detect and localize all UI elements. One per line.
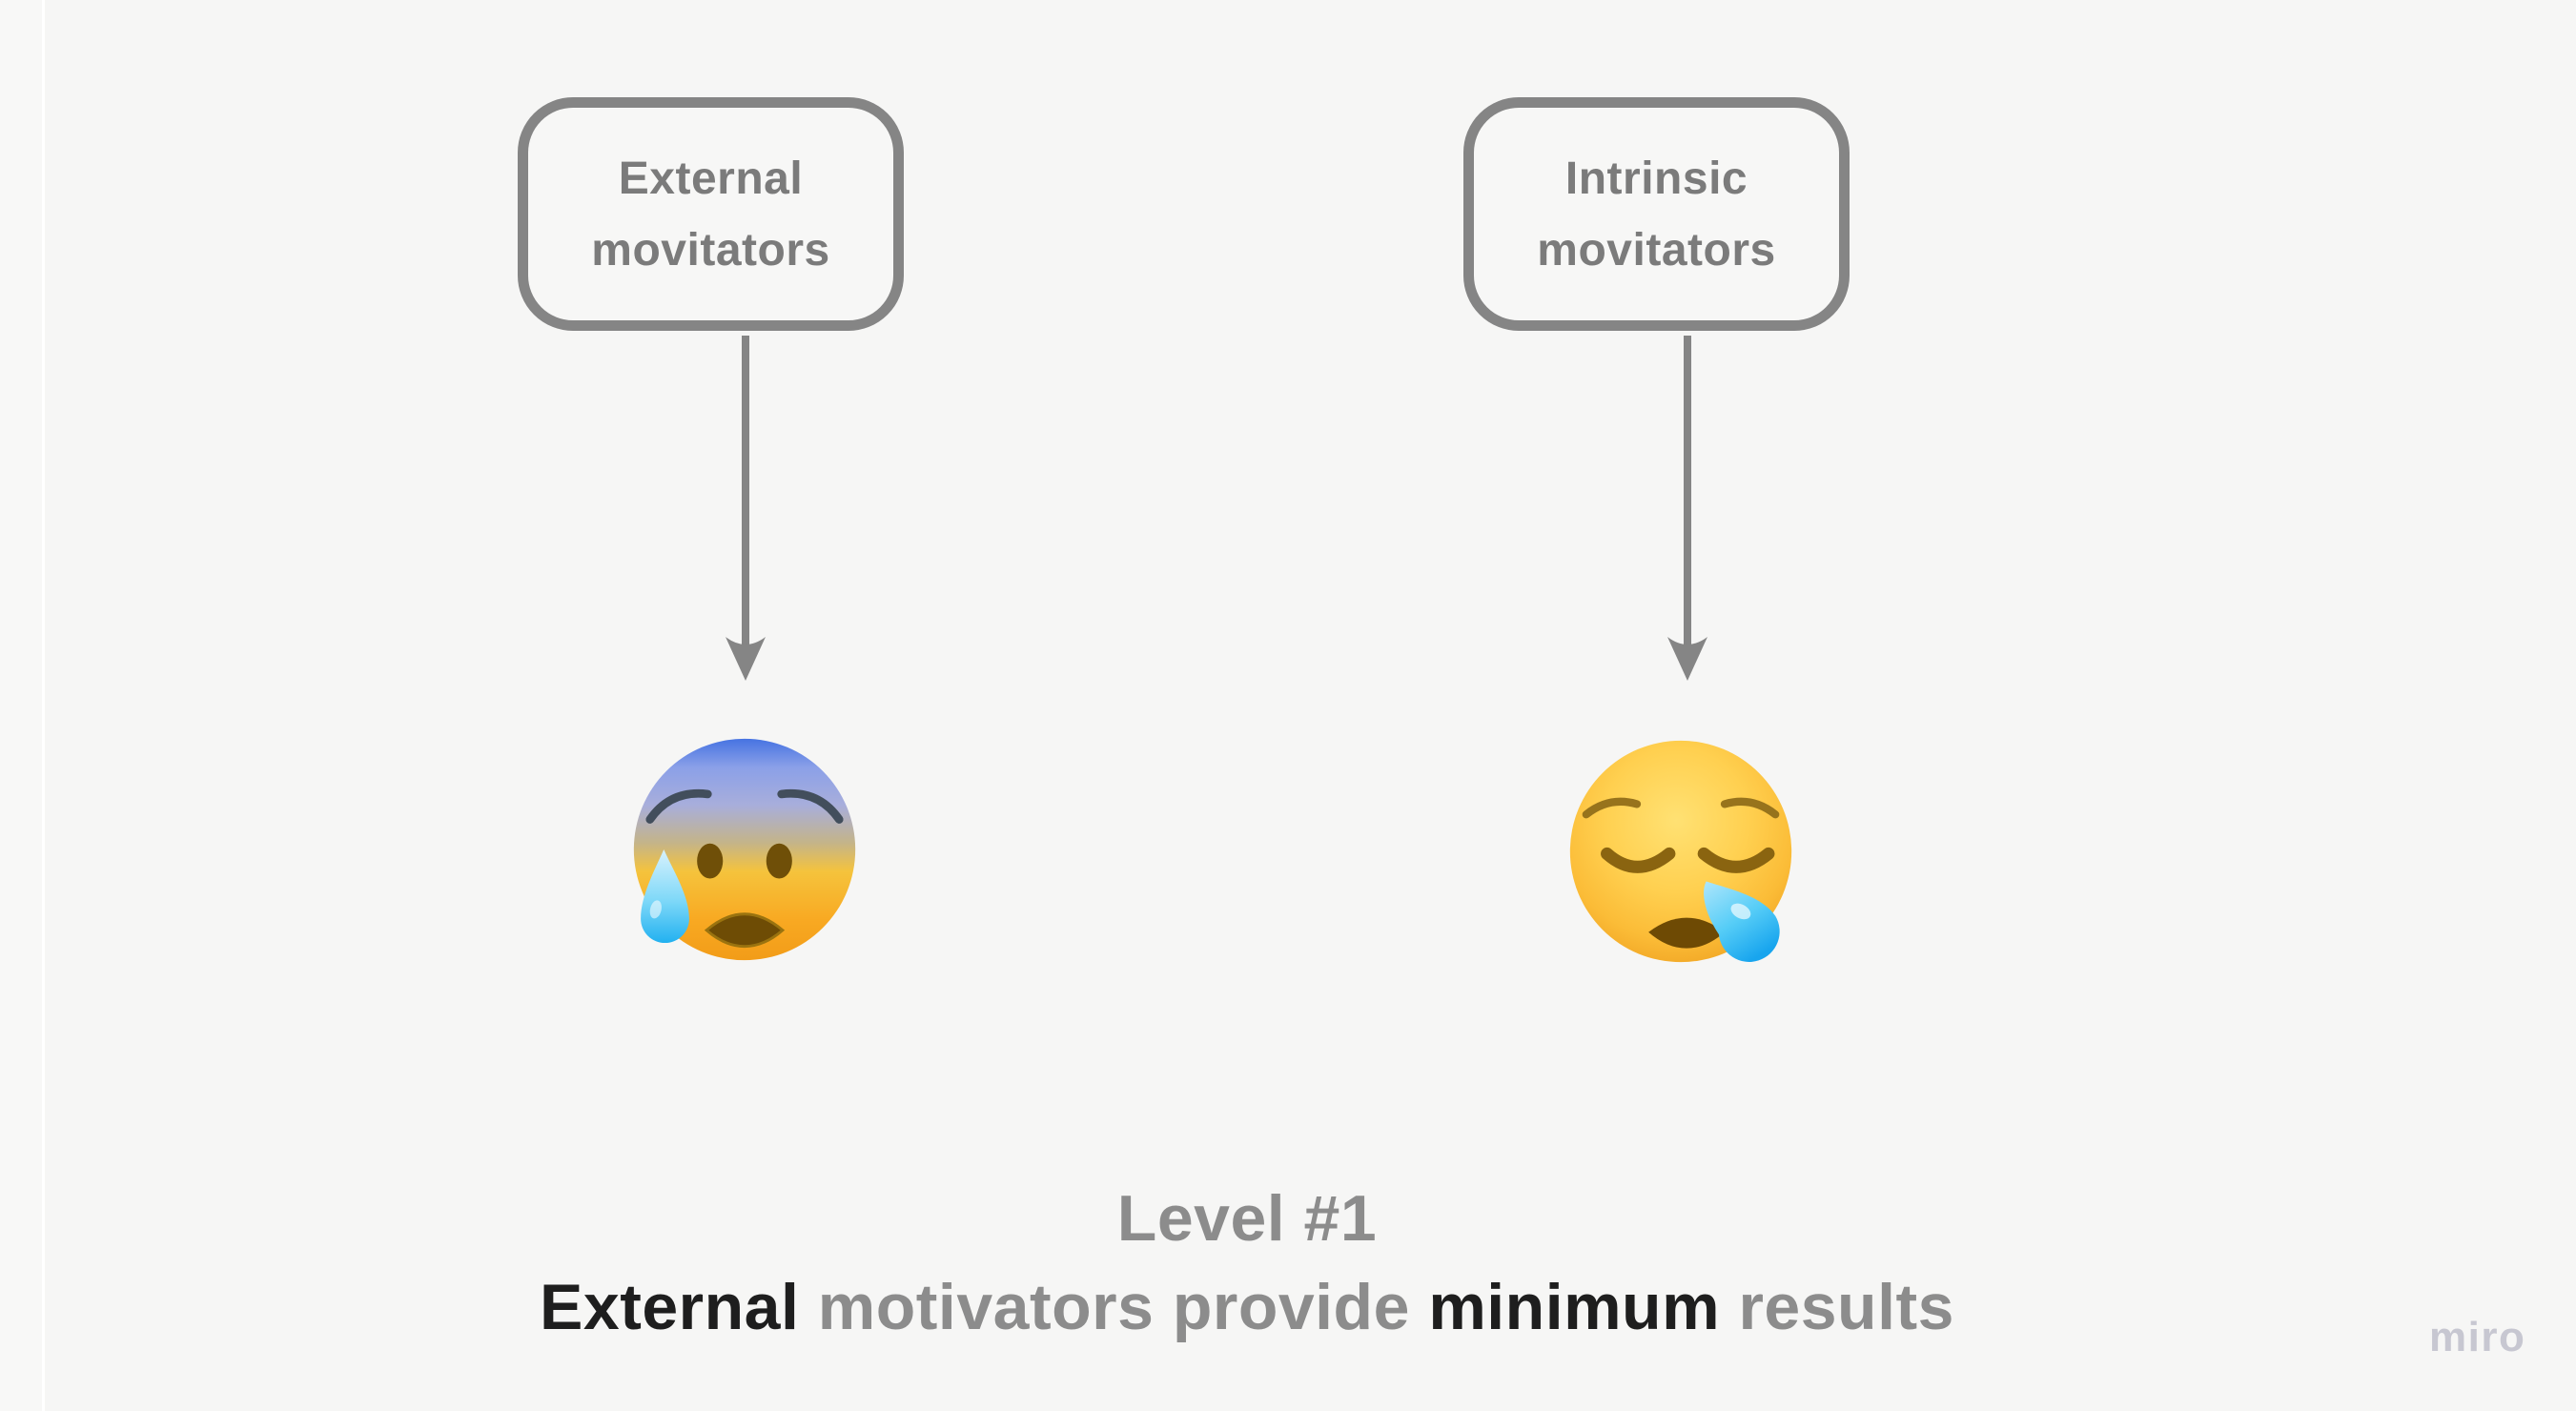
anxious-face-with-cold-sweat-icon (633, 738, 856, 961)
shape-intrinsic-motivators[interactable]: Intrinsic movitators (1463, 97, 1850, 331)
frame-edge-line (42, 0, 45, 1411)
shape-label-line1: Intrinsic (1564, 153, 1748, 204)
shape-label: Intrinsic movitators (1537, 143, 1775, 286)
canvas-margin (0, 0, 42, 1411)
caption-word-minimum: minimum (1428, 1271, 1721, 1343)
anxious-face-with-cold-sweat-emoji[interactable] (629, 734, 860, 965)
sleepy-face-emoji[interactable] (1565, 736, 1796, 967)
caption-detail-line: External motivators provide minimum resu… (0, 1268, 2535, 1346)
caption-word-external: External (540, 1271, 800, 1343)
caption-words-motivators-provide: motivators provide (799, 1271, 1429, 1343)
caption-word-results: results (1720, 1271, 1954, 1343)
miro-watermark: miro (2429, 1314, 2526, 1360)
caption-level-line: Level #1 (1116, 1182, 1378, 1255)
shape-label-line1: External (618, 153, 804, 204)
down-arrow-connector-right[interactable] (1657, 336, 1718, 683)
shape-label: External movitators (591, 143, 829, 286)
shape-label-line2: movitators (591, 224, 830, 276)
shape-label-line2: movitators (1537, 224, 1776, 276)
sleepy-face-icon (1569, 740, 1792, 963)
down-arrow-connector-left[interactable] (715, 336, 776, 683)
shape-external-motivators[interactable]: External movitators (518, 97, 904, 331)
caption-text[interactable]: Level #1 External motivators provide min… (0, 1180, 2535, 1346)
